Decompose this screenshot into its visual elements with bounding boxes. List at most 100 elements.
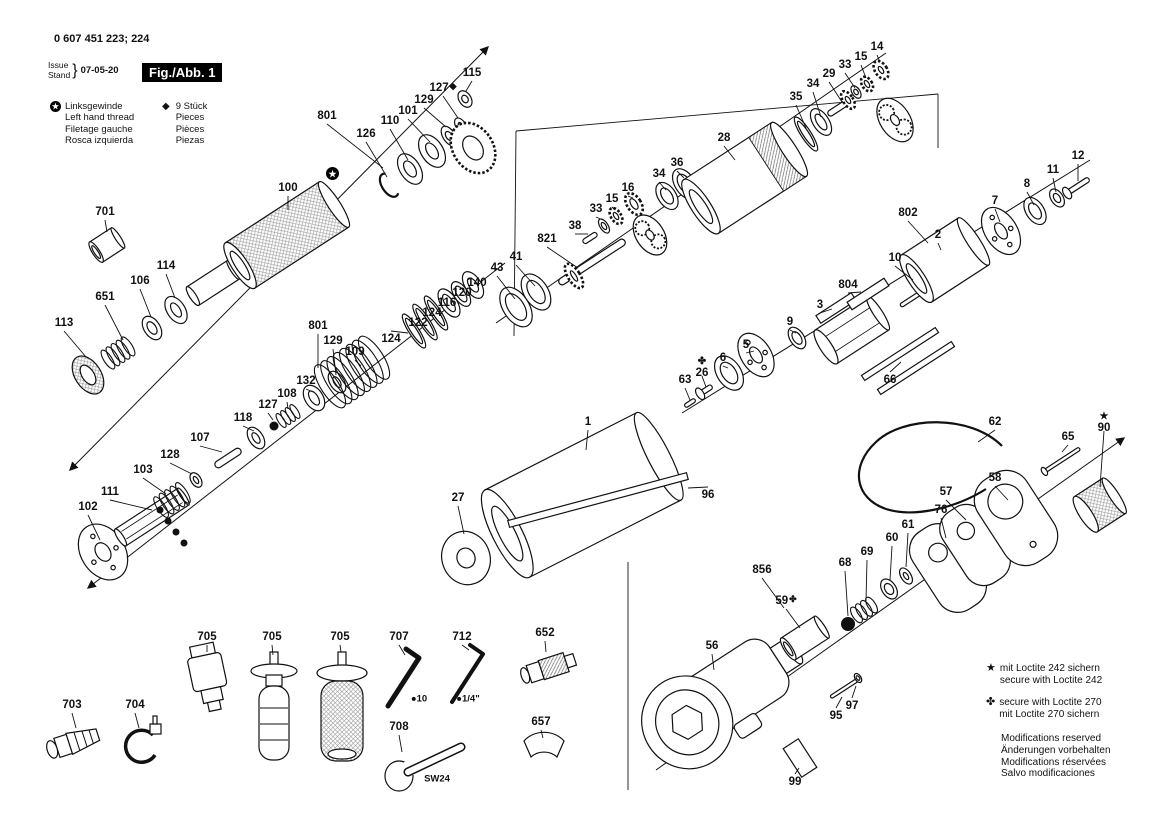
legend-thread-line: Filetage gauche <box>65 123 133 135</box>
part-callout-34: 34 <box>652 167 666 180</box>
callout-leader-line <box>332 348 337 376</box>
part-61 <box>898 567 914 585</box>
part-callout-36: 36 <box>670 156 684 169</box>
part-14-gear <box>872 59 890 81</box>
callout-leader-line <box>894 265 914 281</box>
callout-leader-line <box>109 499 153 511</box>
part-callout-132: 132 <box>296 374 316 387</box>
part-callout-16: 16 <box>621 181 635 194</box>
part-7-end-plate <box>980 206 1022 256</box>
part-callout-652: 652 <box>535 626 555 639</box>
part-28 <box>681 121 809 235</box>
figure-label: Fig./Abb. 1 <box>142 63 223 82</box>
callout-leader-line <box>496 275 516 300</box>
callout-leader-line <box>835 696 843 709</box>
part-821-gear <box>563 262 585 290</box>
part-callout-7: 7 <box>991 194 999 207</box>
note-loctite-270: ✤ secure with Loctite 270 mit Loctite 27… <box>986 696 1102 721</box>
part-callout-62: 62 <box>988 415 1002 428</box>
part-106 <box>141 315 163 341</box>
parts-layer <box>46 59 1127 792</box>
part-60 <box>880 578 898 600</box>
part-callout-61: 61 <box>901 518 915 531</box>
note-modifications: Modifications reserved Änderungen vorbeh… <box>1001 733 1111 780</box>
part-callout-103: 103 <box>133 463 153 476</box>
part-705-grip <box>316 651 368 762</box>
part-callout-63: 63 <box>678 373 692 386</box>
issue-date: 07-05-20 <box>80 65 119 77</box>
callout-leader-line <box>745 350 755 354</box>
callout-leader-line <box>701 375 707 388</box>
part-callout-127: 127◆ <box>429 80 457 94</box>
callout-leader-line <box>819 308 833 314</box>
section-frame-line <box>515 93 939 132</box>
part-callout-108: 108 <box>277 387 297 400</box>
part-127-ball <box>269 421 279 431</box>
part-planet-carrier-a <box>632 214 668 256</box>
part-callout-11: 11 <box>1046 163 1060 176</box>
part-callout-712: 712 <box>452 630 472 643</box>
part-657-shell <box>523 731 565 759</box>
callout-leader-line <box>945 499 967 521</box>
part-101 <box>417 134 447 168</box>
circled-star-icon: ★ <box>50 101 61 112</box>
part-callout-15: 15 <box>605 192 619 205</box>
part-128 <box>189 472 203 488</box>
callout-leader-line <box>844 570 849 617</box>
part-callout-59: 59✤ <box>775 593 797 607</box>
part-29-gear <box>839 89 857 111</box>
note-loctite-242-line: mit Loctite 242 sichern <box>999 663 1100 674</box>
part-16-gear <box>623 191 645 217</box>
part-callout-8: 8 <box>1023 177 1031 190</box>
part-107-pin <box>214 447 242 469</box>
part-callout-707: 707 <box>389 630 409 643</box>
callout-mark: ◆ <box>449 80 457 91</box>
part-callout-801: 801 <box>317 109 337 122</box>
part-callout-69: 69 <box>860 545 874 558</box>
part-callout-68: 68 <box>838 556 852 569</box>
callout-leader-line <box>1026 191 1035 206</box>
part-callout-124: 124 <box>381 332 401 345</box>
part-callout-90: ★90 <box>1097 410 1111 434</box>
part-callout-856: 856 <box>752 563 772 576</box>
part-callout-101: 101 <box>398 104 418 117</box>
part-41 <box>520 273 552 311</box>
callout-leader-line <box>785 608 801 629</box>
callout-leader-line <box>389 128 409 161</box>
callout-leader-line <box>851 685 857 699</box>
part-callout-115: 115 <box>462 66 482 79</box>
part-66-vane-a <box>860 326 940 382</box>
callout-leader-line <box>271 644 274 656</box>
callout-leader-line <box>104 304 124 341</box>
callout-leader-line <box>398 644 406 656</box>
part-callout-114: 114 <box>156 259 176 272</box>
part-callout-56: 56 <box>705 639 719 652</box>
part-callout-97: 97 <box>845 699 859 712</box>
tool-size-label: ●1/4" <box>456 693 480 705</box>
callout-leader-line <box>687 486 709 489</box>
part-callout-705: 705 <box>197 630 217 643</box>
callout-leader-line <box>544 640 547 653</box>
part-801-clutch-disc <box>449 121 497 175</box>
part-callout-95: 95 <box>829 709 843 722</box>
callout-leader-line <box>339 644 342 653</box>
part-34-ring-a <box>655 181 679 211</box>
part-113 <box>71 355 105 395</box>
stand-label: Stand <box>48 69 71 80</box>
part-124-washer-a <box>401 313 427 349</box>
callout-leader-line <box>860 64 867 79</box>
callout-leader-line <box>169 462 193 475</box>
callout-leader-line <box>977 429 996 443</box>
part-110 <box>396 153 424 185</box>
part-callout-801: 801 <box>308 319 328 332</box>
callout-leader-line <box>847 291 862 294</box>
part-callout-106: 106 <box>130 274 150 287</box>
part-65-screw <box>1040 447 1081 477</box>
callout-leader-line <box>684 387 691 401</box>
issue-brace: } <box>72 61 78 79</box>
part-callout-118: 118 <box>233 411 253 424</box>
callout-leader-line <box>71 712 77 729</box>
part-callout-38: 38 <box>568 219 582 232</box>
part-callout-65: 65 <box>1061 430 1075 443</box>
note-loctite-242: ★ mit Loctite 242 sichern secure with Lo… <box>986 662 1102 687</box>
